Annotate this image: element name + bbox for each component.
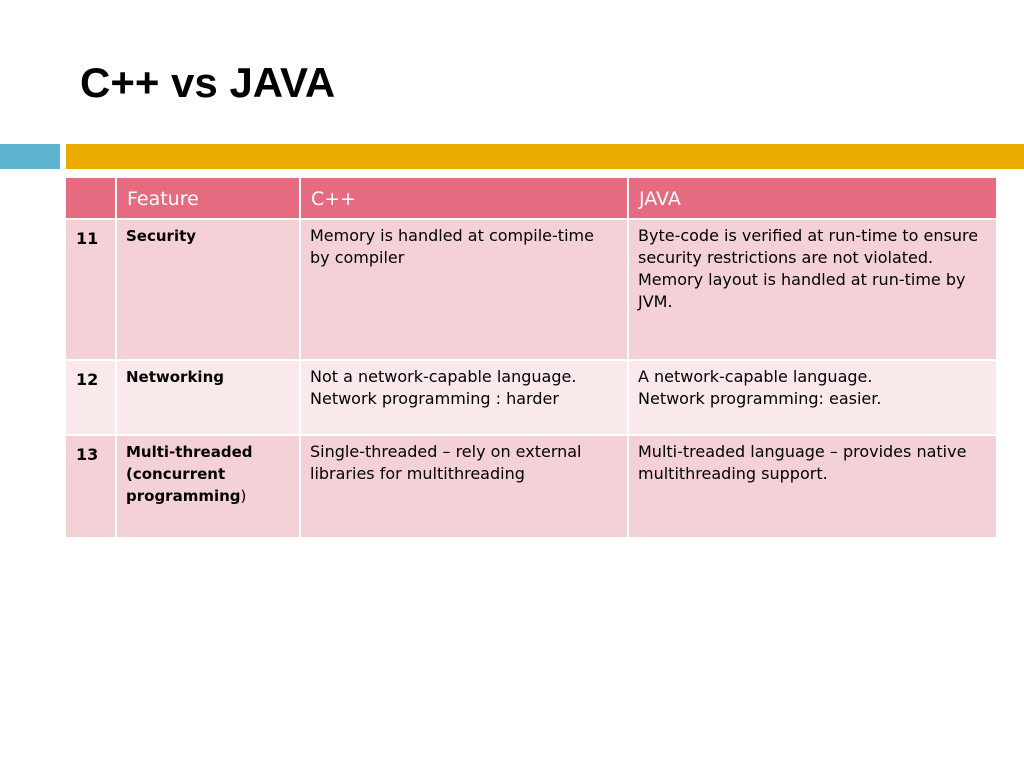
- java-cell-line: Byte-code is verified at run-time to ens…: [638, 226, 979, 267]
- java-cell-line: Network programming: easier.: [638, 389, 882, 408]
- table-row: 13 Multi-threaded (concurrent programmin…: [64, 434, 998, 539]
- slide-title: C++ vs JAVA: [80, 59, 336, 106]
- feature-cell: Networking: [115, 359, 301, 436]
- comparison-table: Feature C++ JAVA 11 Security Memory is h…: [64, 176, 998, 539]
- feature-cell-suffix: ): [240, 487, 247, 505]
- table-row: 12 Networking Not a network-capable lang…: [64, 359, 998, 436]
- table-header-row: Feature C++ JAVA: [64, 176, 998, 220]
- cpp-cell: Single-threaded – rely on external libra…: [299, 434, 629, 539]
- cpp-cell-line: Network programming : harder: [310, 389, 559, 408]
- java-cell: A network-capable language. Network prog…: [627, 359, 998, 436]
- java-cell-line: A network-capable language.: [638, 367, 873, 386]
- row-number: 11: [64, 218, 117, 361]
- cpp-cell-line: Not a network-capable language.: [310, 367, 577, 386]
- header-java: JAVA: [627, 176, 998, 220]
- header-number: [64, 176, 117, 220]
- table-row: 11 Security Memory is handled at compile…: [64, 218, 998, 361]
- header-cpp: C++: [299, 176, 629, 220]
- feature-cell: Security: [115, 218, 301, 361]
- row-number: 13: [64, 434, 117, 539]
- java-cell-line: Memory layout is handled at run-time by …: [638, 270, 966, 311]
- accent-bar-blue: [0, 144, 60, 169]
- java-cell: Multi-treaded language – provides native…: [627, 434, 998, 539]
- feature-cell-text: Multi-threaded (concurrent programming: [126, 443, 253, 505]
- cpp-cell: Not a network-capable language. Network …: [299, 359, 629, 436]
- accent-bar-gold: [66, 144, 1024, 169]
- feature-cell: Multi-threaded (concurrent programming): [115, 434, 301, 539]
- row-number: 12: [64, 359, 117, 436]
- cpp-cell: Memory is handled at compile-time by com…: [299, 218, 629, 361]
- header-feature: Feature: [115, 176, 301, 220]
- java-cell: Byte-code is verified at run-time to ens…: [627, 218, 998, 361]
